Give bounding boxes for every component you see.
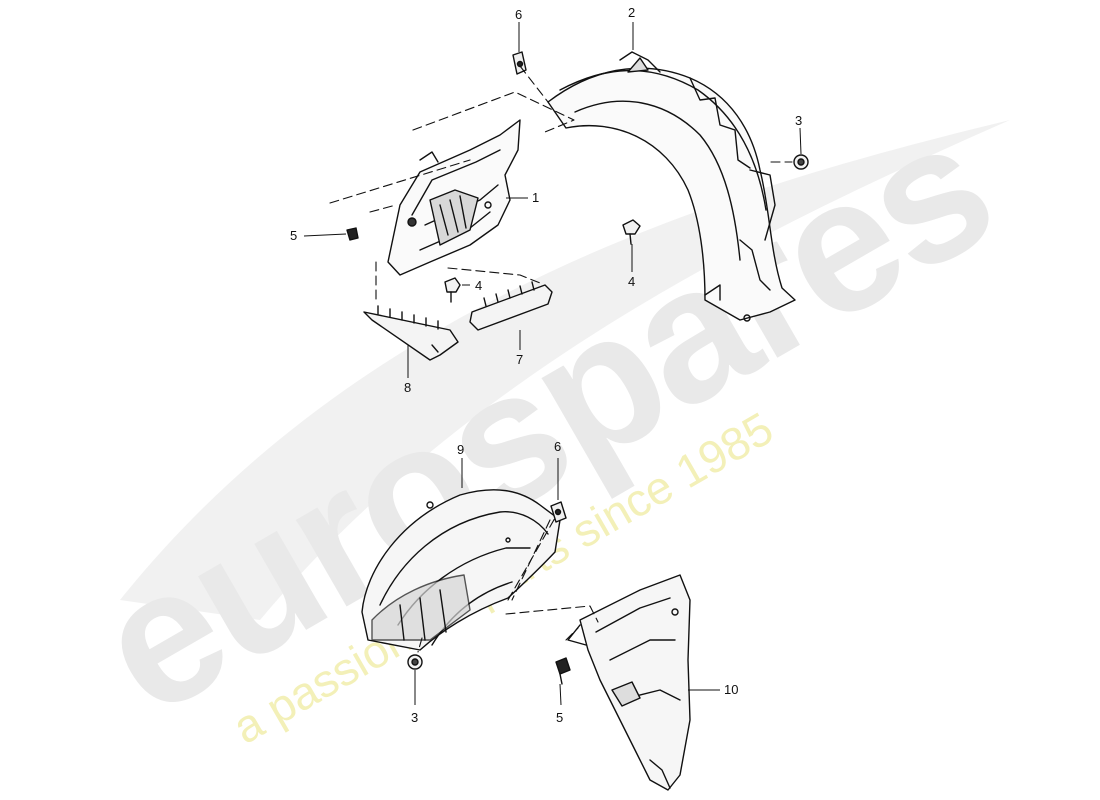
watermark: eurospares a passion for parts since 198… xyxy=(65,80,1024,756)
callout-4-center: 4 xyxy=(475,278,482,293)
part-9-rear-wheel-arch-liner xyxy=(361,489,561,651)
callout-6-top: 6 xyxy=(515,7,522,22)
callout-1: 1 xyxy=(532,190,539,205)
part-2-wheel-arch-liner xyxy=(547,51,796,322)
part-5-screw-top xyxy=(346,227,359,241)
part-4-push-clip-center xyxy=(444,277,461,303)
assembly-lines-top xyxy=(329,65,793,303)
callout-6-bottom: 6 xyxy=(554,439,561,454)
part-6-clip-top xyxy=(512,51,527,75)
callout-3-bottom: 3 xyxy=(411,710,418,725)
part-5-screw-bottom xyxy=(555,657,571,685)
callouts xyxy=(303,22,802,706)
part-3-nut-top xyxy=(793,154,809,170)
callout-4-right: 4 xyxy=(628,274,635,289)
watermark-brand: eurospares xyxy=(65,80,1024,756)
part-10-rear-liner-section xyxy=(567,574,691,791)
part-8-trim-strip xyxy=(363,305,459,361)
top-assembly xyxy=(329,51,809,361)
callout-2: 2 xyxy=(628,5,635,20)
part-7-trim-strip xyxy=(469,281,553,331)
part-3-nut-bottom xyxy=(407,654,423,670)
bottom-assembly xyxy=(361,489,691,791)
callout-9: 9 xyxy=(457,442,464,457)
part-1-front-liner-section xyxy=(387,119,521,276)
callout-5-top: 5 xyxy=(290,228,297,243)
callout-7: 7 xyxy=(516,352,523,367)
callout-8: 8 xyxy=(404,380,411,395)
callout-5-bottom: 5 xyxy=(556,710,563,725)
part-6-clip-bottom xyxy=(550,501,567,523)
watermark-swoosh xyxy=(120,120,1010,620)
part-4-push-clip-right xyxy=(622,219,641,245)
assembly-lines-bottom xyxy=(417,517,599,653)
callout-3-top: 3 xyxy=(795,113,802,128)
callout-10: 10 xyxy=(724,682,738,697)
callout-labels: 6 2 3 1 5 4 4 7 8 9 6 3 5 10 xyxy=(290,5,802,725)
